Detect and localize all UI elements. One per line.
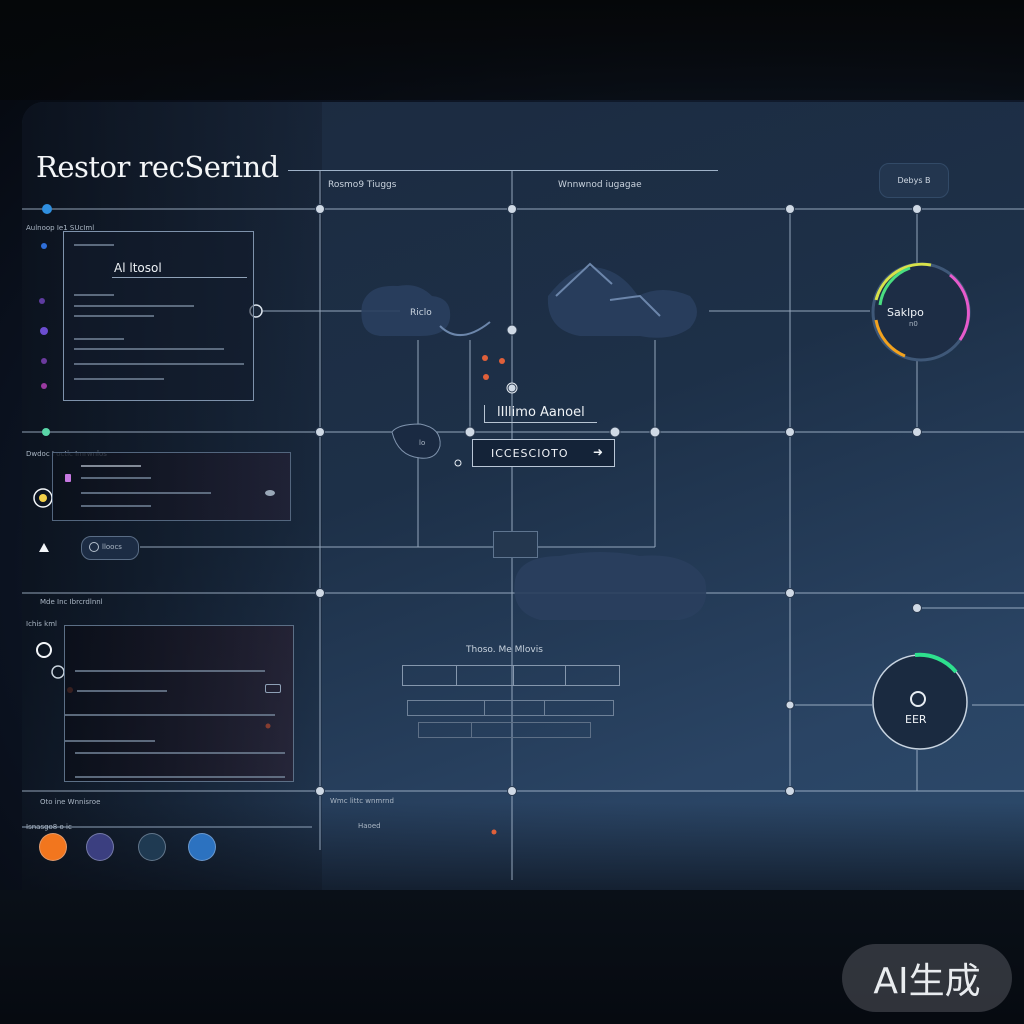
table-title: Thoso. Me Mlovis bbox=[466, 645, 543, 655]
status-dot bbox=[41, 243, 47, 249]
card-heading: Al ltosol bbox=[114, 261, 162, 275]
junction bbox=[507, 204, 517, 214]
status-dot bbox=[41, 383, 47, 389]
sidebar-section-one: Aulnoop Ie1 SUcIml bbox=[26, 224, 95, 232]
expand-icon[interactable] bbox=[265, 684, 281, 693]
flag-icon bbox=[499, 358, 505, 364]
search-input[interactable]: lloocs bbox=[81, 536, 139, 560]
junction bbox=[912, 427, 922, 437]
side-bubble bbox=[391, 423, 441, 459]
canvas-mini-box[interactable] bbox=[493, 531, 538, 558]
side-bubble-label: lo bbox=[419, 439, 426, 447]
table-row[interactable] bbox=[407, 700, 614, 716]
toggle-dot[interactable] bbox=[265, 490, 275, 496]
junction bbox=[649, 426, 661, 438]
sidebar-section-three: Mde Inc Ibrcrdlnnl bbox=[40, 598, 103, 606]
arrow-icon: ➜ bbox=[592, 445, 604, 459]
junction bbox=[315, 786, 325, 796]
cloud-node-right bbox=[547, 267, 697, 338]
access-button[interactable]: ICCESCIOTO ➜ bbox=[472, 439, 615, 467]
file-icon bbox=[65, 474, 71, 482]
table-row[interactable] bbox=[418, 722, 591, 738]
top-vignette bbox=[0, 0, 1024, 100]
gauge-top-label: Saklpo bbox=[887, 306, 924, 319]
table-row[interactable] bbox=[402, 665, 620, 686]
gauge-top-arc-orange bbox=[874, 319, 906, 358]
search-icon bbox=[89, 542, 99, 552]
gauge-top-arc-green bbox=[878, 266, 911, 306]
junction bbox=[785, 700, 795, 710]
tab-two[interactable]: Wnnwnod iugagae bbox=[558, 180, 642, 190]
sidebar-section-four-sub: Isnasgo8 o ic bbox=[26, 823, 72, 831]
gauge-bottom-icon bbox=[910, 691, 926, 707]
junction bbox=[507, 383, 517, 393]
junction bbox=[785, 786, 795, 796]
badge-icon bbox=[51, 665, 65, 679]
color-swatch[interactable] bbox=[188, 833, 216, 861]
sidebar-section-three-sub: Ichis kml bbox=[26, 620, 57, 628]
flag-icon bbox=[482, 355, 488, 361]
junction bbox=[912, 204, 922, 214]
pin-icon bbox=[454, 459, 462, 467]
info-card: Al ltosol bbox=[63, 231, 254, 401]
mid-heading: lIllimo Aanoel bbox=[484, 405, 597, 423]
junction bbox=[506, 324, 518, 336]
badge-icon bbox=[36, 642, 52, 658]
pin-icon bbox=[506, 382, 518, 394]
bottom-sub: Haoed bbox=[358, 822, 381, 830]
top-right-button[interactable]: Debys B bbox=[879, 163, 949, 198]
junction bbox=[785, 204, 795, 214]
row-marker-blue bbox=[42, 204, 52, 214]
status-dot bbox=[39, 298, 45, 304]
junction bbox=[464, 426, 476, 438]
bottom-heading: Wmc littc wnmrnd bbox=[330, 797, 394, 805]
cloud-node-bottom bbox=[514, 552, 707, 620]
junction bbox=[785, 588, 795, 598]
status-icon bbox=[491, 829, 497, 835]
status-dot bbox=[41, 358, 47, 364]
page-title: Restor recSerind bbox=[36, 150, 279, 184]
list-card bbox=[52, 452, 291, 521]
color-swatch[interactable] bbox=[86, 833, 114, 861]
gauge-bottom-arc bbox=[914, 652, 958, 674]
cloud-node-label[interactable]: Riclo bbox=[410, 308, 432, 318]
gauge-top-arc-yellow bbox=[874, 262, 932, 301]
ai-generated-badge: AI生成 bbox=[842, 944, 1012, 1012]
gauge-top-arc-pink bbox=[949, 273, 970, 341]
junction bbox=[507, 786, 517, 796]
tab-one[interactable]: Rosmo9 Tiuggs bbox=[328, 180, 397, 190]
flag-icon bbox=[483, 374, 489, 380]
junction bbox=[315, 204, 325, 214]
junction bbox=[315, 588, 325, 598]
toggle-icon-core bbox=[39, 494, 47, 502]
cloud-link-2 bbox=[609, 294, 661, 317]
gauge-bottom-label: EER bbox=[905, 713, 927, 726]
activity-card bbox=[64, 625, 294, 782]
color-swatch[interactable] bbox=[138, 833, 166, 861]
cloud-node-left bbox=[361, 285, 451, 336]
sidebar-section-four: Oto ine Wnnisroe bbox=[40, 798, 101, 806]
gauge-top-sub: n0 bbox=[909, 320, 918, 328]
color-swatch[interactable] bbox=[39, 833, 67, 861]
triangle-icon bbox=[39, 543, 49, 552]
cloud-link-1 bbox=[439, 321, 491, 336]
slider-knob bbox=[912, 603, 922, 613]
junction bbox=[785, 427, 795, 437]
search-input-label: lloocs bbox=[102, 543, 122, 551]
row-marker-teal bbox=[42, 428, 50, 436]
card-rule bbox=[112, 277, 247, 278]
cloud-link-3 bbox=[555, 262, 613, 297]
status-dot bbox=[40, 327, 48, 335]
junction bbox=[609, 426, 621, 438]
title-rule bbox=[288, 170, 718, 171]
access-button-label: ICCESCIOTO bbox=[491, 446, 569, 460]
junction bbox=[315, 427, 325, 437]
